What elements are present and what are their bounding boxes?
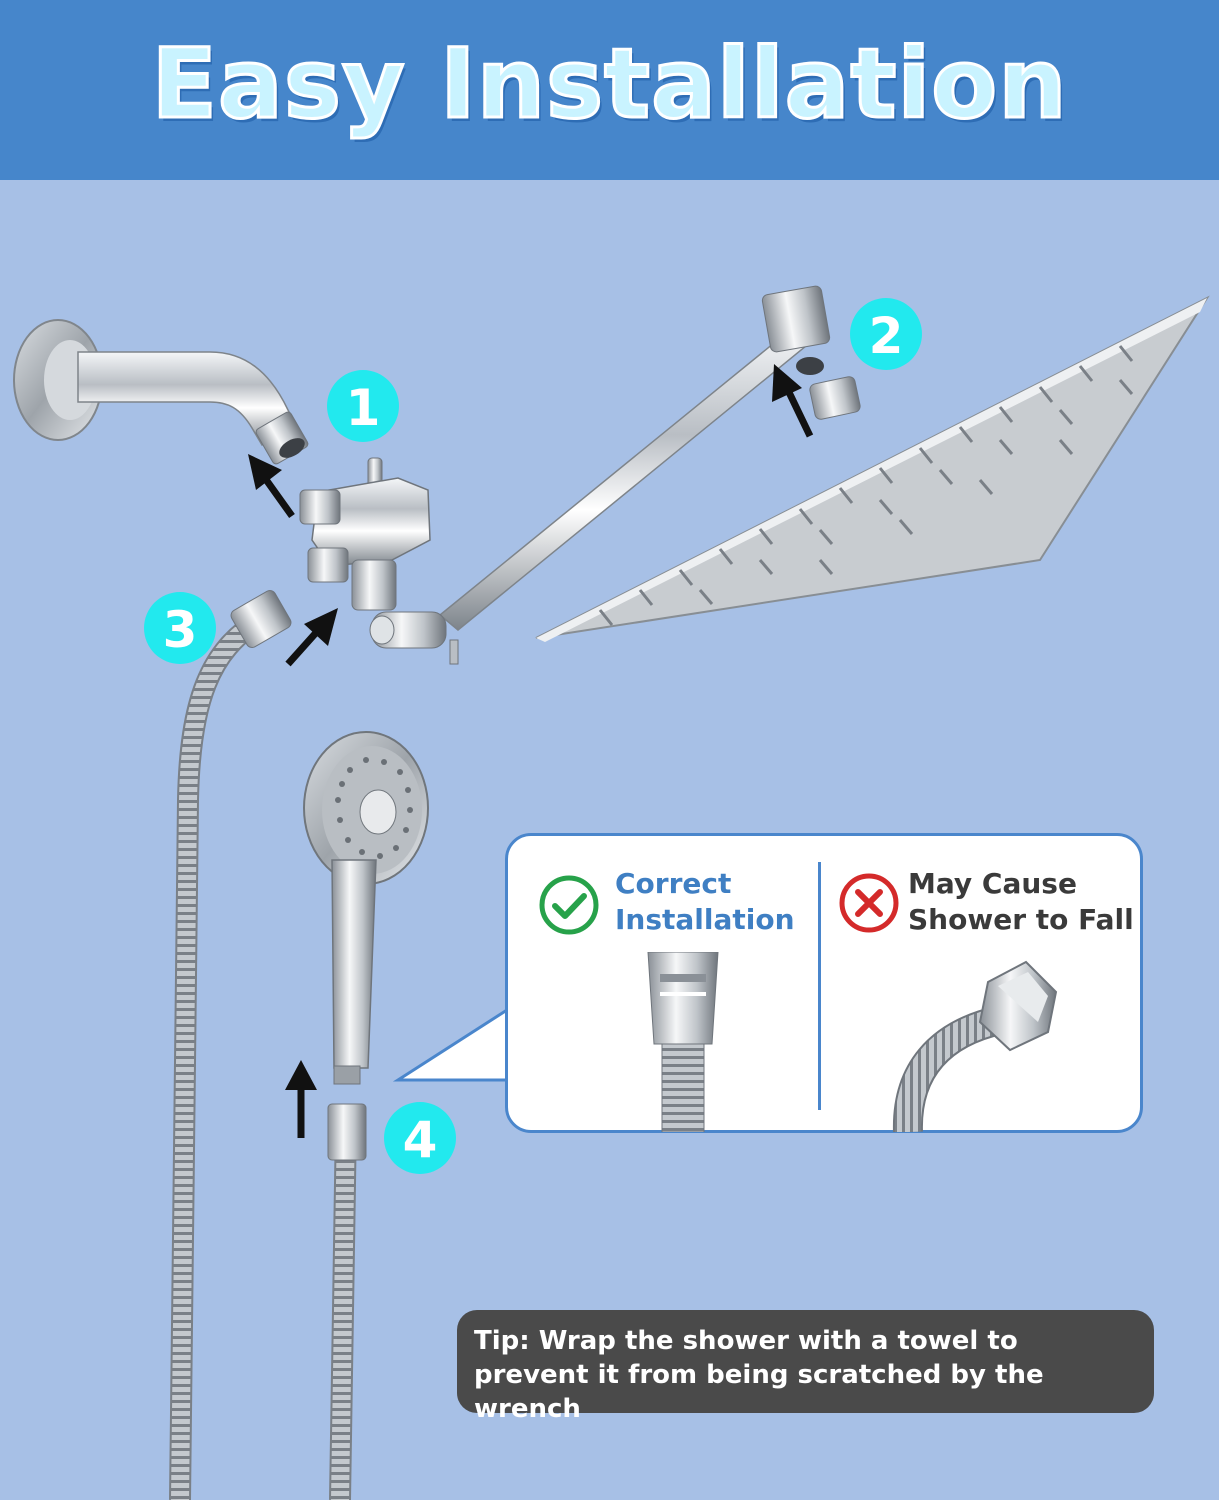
- step-badge-2: 2: [850, 298, 922, 370]
- rain-shower-head: [535, 295, 1210, 642]
- shower-hose: [169, 590, 367, 1500]
- wrong-connector-image: [892, 960, 1058, 1132]
- check-circle-icon: [539, 875, 599, 935]
- wrong-installation-label: May Cause Shower to Fall: [908, 867, 1134, 936]
- step-number: 2: [869, 307, 904, 365]
- arrow-step-3: [285, 608, 338, 667]
- header-banner: Easy Installation: [0, 0, 1219, 180]
- arrow-step-1: [248, 454, 295, 519]
- callout-pointer: [392, 1007, 509, 1082]
- step-number: 1: [346, 379, 381, 437]
- tip-box: Tip: Wrap the shower with a towel to pre…: [457, 1310, 1154, 1424]
- correct-installation-label: Correct Installation: [615, 867, 795, 936]
- step-number: 3: [163, 601, 198, 659]
- step-number: 4: [403, 1111, 438, 1169]
- diverter-valve: [299, 457, 431, 611]
- step-badge-3: 3: [144, 592, 216, 664]
- card-divider: [818, 862, 821, 1110]
- extension-arm: [369, 285, 831, 665]
- step-badge-4: 4: [384, 1102, 456, 1174]
- correct-connector-image: [647, 952, 719, 1132]
- arrow-step-2: [772, 364, 814, 438]
- step-badge-1: 1: [327, 370, 399, 442]
- page-title: Easy Installation: [150, 27, 1068, 142]
- cross-circle-icon: [839, 873, 899, 933]
- handheld-shower: [303, 731, 429, 1085]
- arrow-step-4: [285, 1060, 317, 1138]
- shower-arm: [13, 319, 309, 465]
- comparison-card: Correct Installation May Cause Shower to…: [505, 833, 1143, 1133]
